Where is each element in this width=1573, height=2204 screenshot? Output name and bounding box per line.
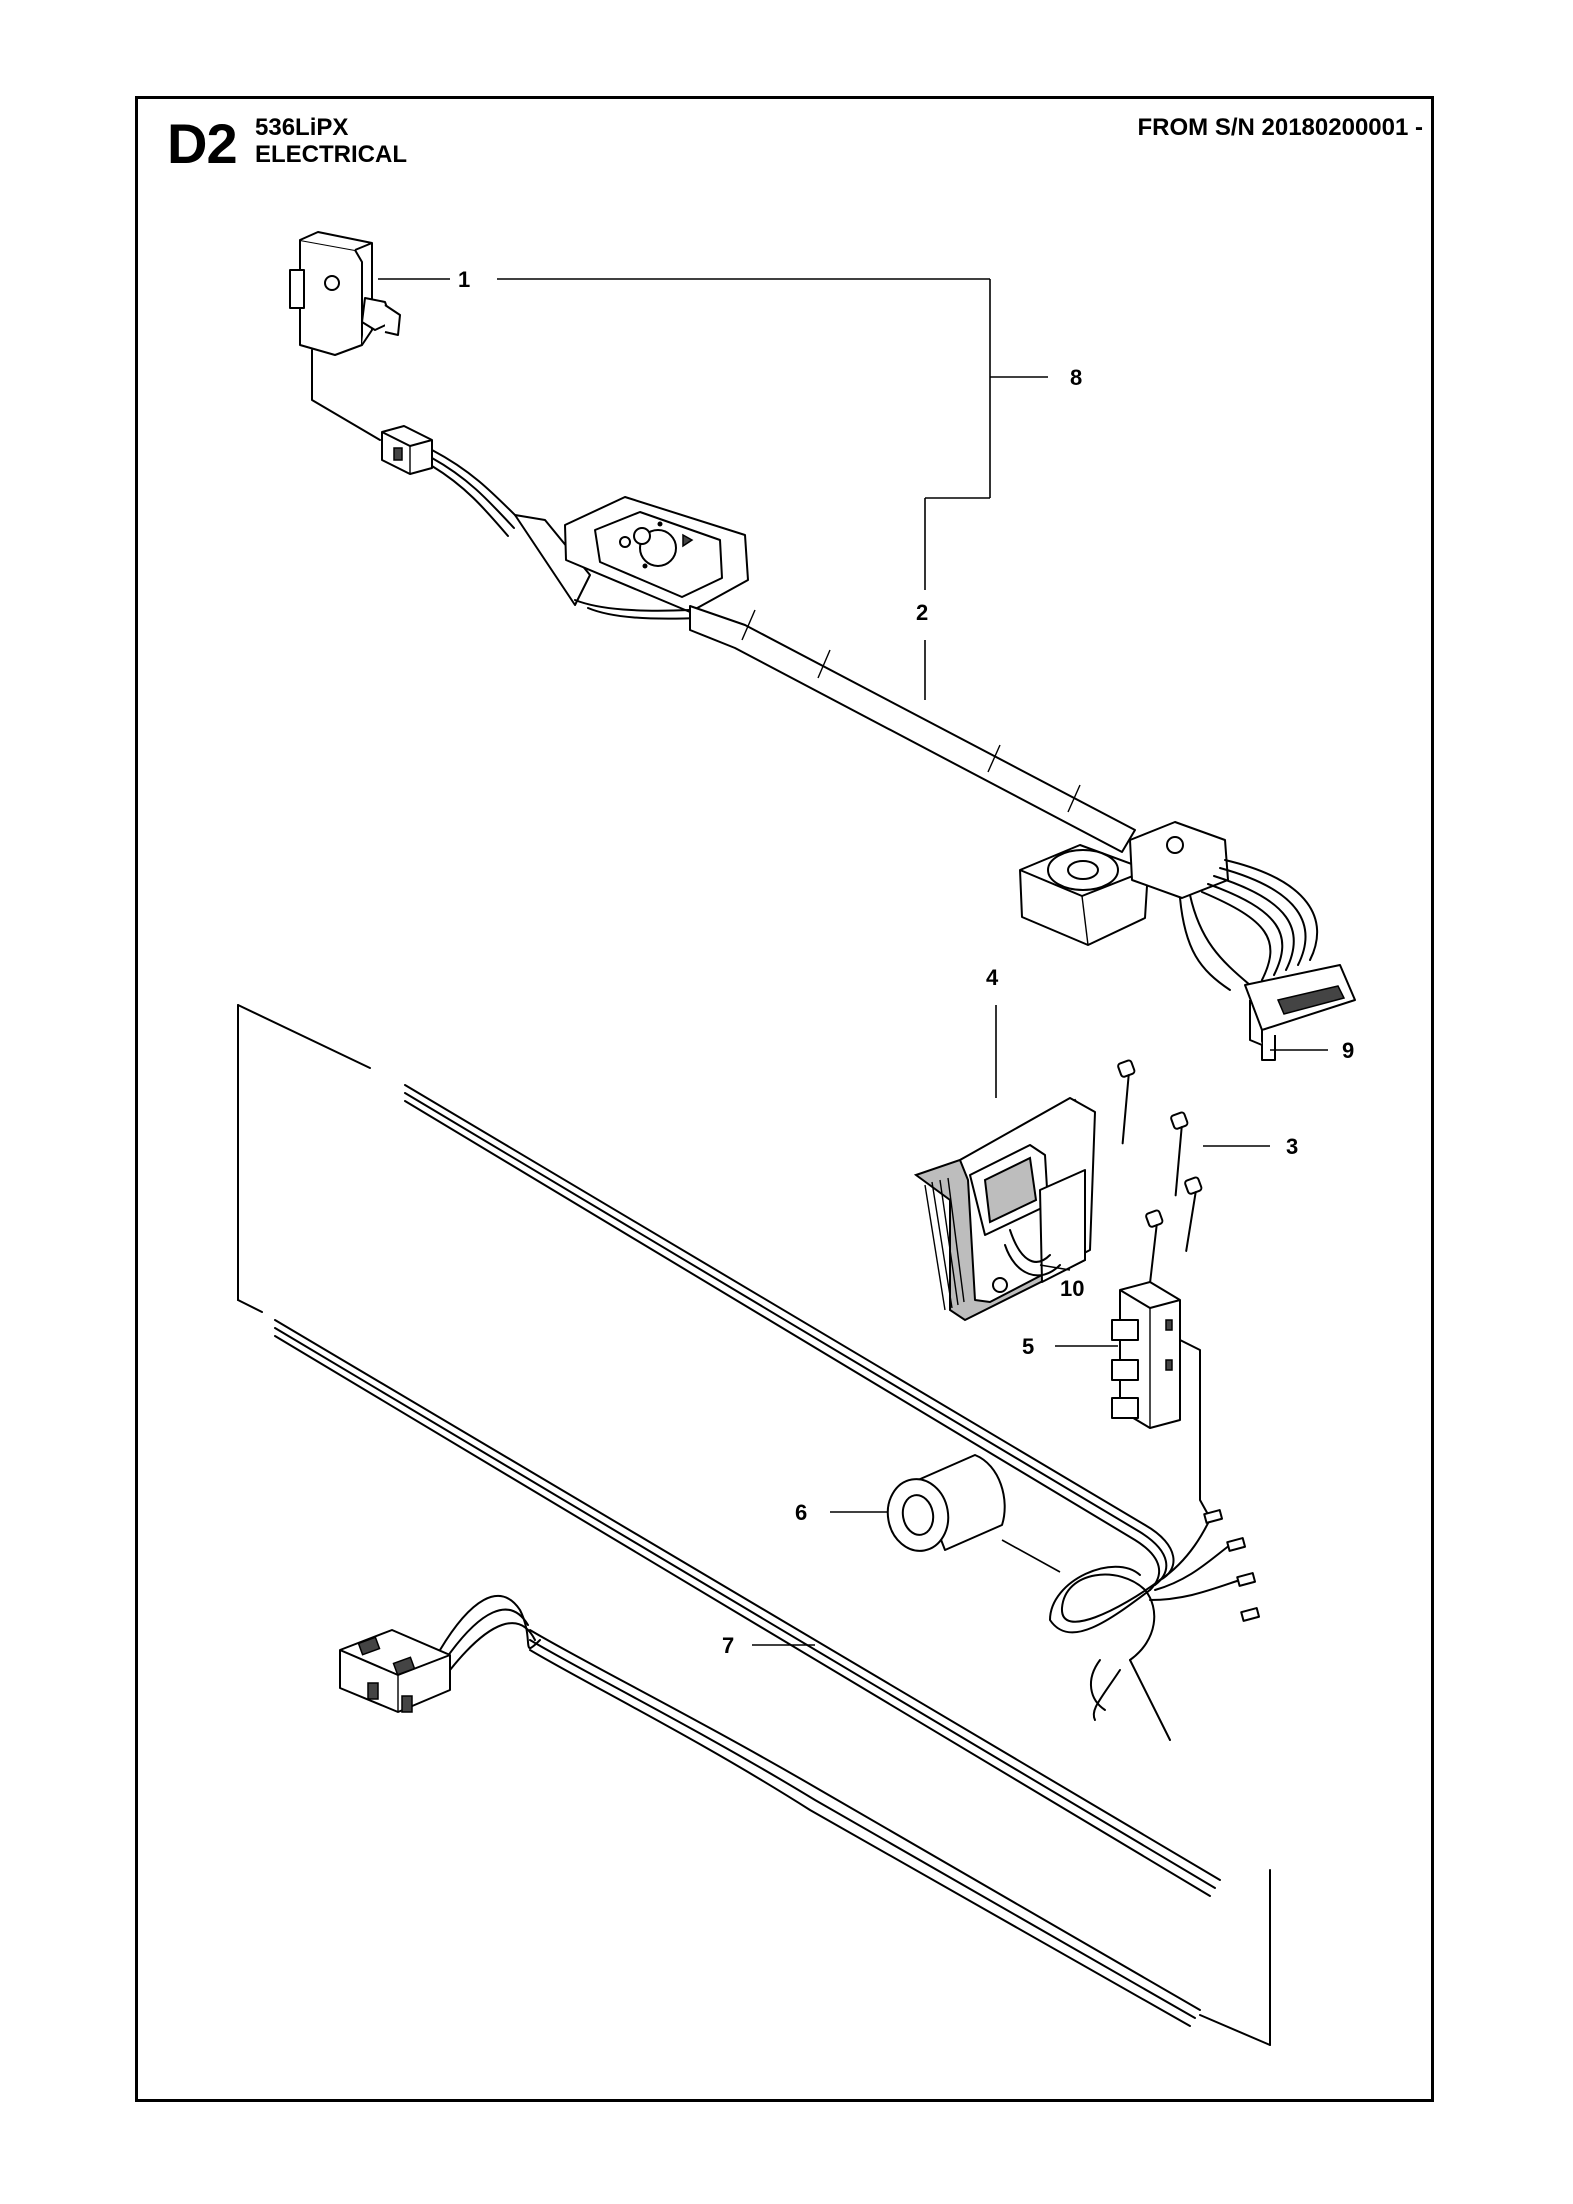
ferrite-core [886, 1454, 1061, 1573]
callout-5: 5 [1022, 1334, 1034, 1359]
leader-lines [378, 278, 1328, 1646]
switch-part [289, 231, 401, 441]
callout-3: 3 [1286, 1134, 1298, 1159]
screws [1117, 1059, 1203, 1296]
callout-7: 7 [722, 1633, 734, 1658]
callout-labels: 1 2 3 4 5 6 7 8 9 10 [458, 267, 1354, 1658]
cable-harness [381, 425, 1356, 1061]
power-cable [237, 1004, 1271, 2046]
callout-10: 10 [1060, 1276, 1084, 1301]
callout-4: 4 [986, 965, 999, 990]
callout-1: 1 [458, 267, 470, 292]
section-title: ELECTRICAL [255, 141, 407, 168]
callout-2: 2 [916, 600, 928, 625]
serial-range: FROM S/N 20180200001 - [1137, 114, 1423, 141]
terminal-holder [1111, 1281, 1211, 1519]
model-name: 536LiPX [255, 114, 349, 141]
diagram-frame [135, 96, 1434, 2102]
page-code: D2 [167, 112, 238, 175]
callout-8: 8 [1070, 365, 1082, 390]
callout-6: 6 [795, 1500, 807, 1525]
callout-9: 9 [1342, 1038, 1354, 1063]
